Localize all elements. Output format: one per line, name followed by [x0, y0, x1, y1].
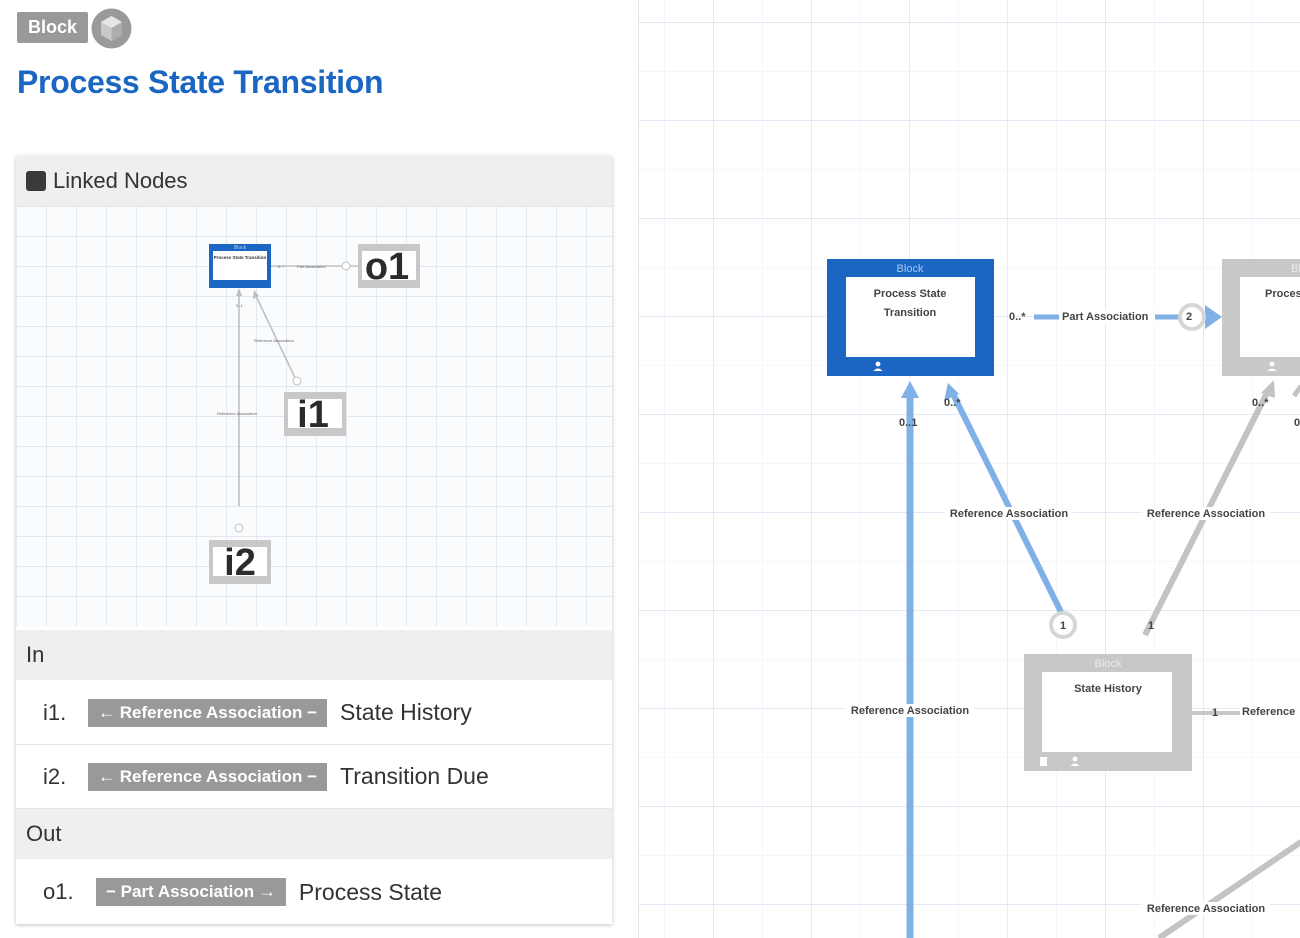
linked-nodes-title: Linked Nodes [53, 168, 188, 193]
state-history-title: State History [1074, 683, 1143, 695]
linked-nodes-mini-diagram[interactable]: Block Process State Transition o1 i1 i2 … [16, 206, 612, 626]
block-type-badge: Block [17, 12, 89, 43]
user-icon [873, 361, 883, 371]
row-index: i1. [43, 699, 67, 725]
state-history-badge: Block [1095, 658, 1122, 670]
linked-nodes-card: Linked Nodes Block Process State Transit… [16, 156, 612, 924]
page-title: Process State Transition [17, 64, 384, 100]
in-section-header: In [16, 630, 612, 680]
mini-ref-label-1: Reference Association [254, 338, 294, 343]
row-index: i2. [43, 763, 67, 789]
linked-nodes-header: Linked Nodes [16, 156, 612, 206]
user-icon [1267, 361, 1277, 371]
ref-edge-main-right [950, 392, 1067, 620]
diagram-canvas[interactable]: Block Process State Transition Bl Proces… [638, 0, 1300, 938]
ref-main-right-mult-bottom: 1 [1060, 620, 1066, 632]
mini-mult-a: 0..* [278, 264, 284, 269]
main-block-title-2: Transition [884, 307, 937, 319]
ref-main-right-mult-top: 0..* [944, 397, 961, 409]
mini-main-title: Process State Transition [214, 255, 267, 260]
mini-ref-edge-i1 [254, 293, 299, 385]
part-association-mult-left: 0..* [1009, 311, 1026, 323]
part-association-mult-right: 2 [1186, 311, 1192, 323]
out-section-header: Out [16, 809, 612, 859]
mini-main-badge: Block [234, 245, 247, 251]
reference-association-badge[interactable]: ← Reference Association − [88, 762, 328, 791]
ref-bottom-label: Reference Association [1147, 903, 1265, 915]
cube-icon [91, 8, 132, 49]
mini-i2-label: i2 [224, 542, 256, 584]
out-row-1[interactable]: o1. − Part Association → Process State [16, 860, 612, 924]
main-block-title-1: Process State [874, 288, 947, 300]
row-target-link[interactable]: State History [340, 699, 472, 725]
reference-association-badge[interactable]: ← Reference Association − [88, 698, 328, 727]
document-icon [1040, 757, 1047, 766]
mini-i1-label: i1 [297, 394, 329, 436]
ref-ps-label: Reference Association [1147, 508, 1265, 520]
mini-part-label: Part Association [297, 264, 326, 269]
in-row-2[interactable]: i2. ← Reference Association − Transition… [16, 745, 612, 809]
user-icon [1070, 756, 1080, 766]
ref-main-right-label: Reference Association [950, 508, 1068, 520]
in-row-1[interactable]: i1. ← Reference Association − State Hist… [16, 681, 612, 745]
details-panel: Block Process State Transition Linked No… [0, 0, 638, 938]
ref-main-left-mult: 0..1 [899, 417, 917, 429]
ps-edge-mult: 0 [1294, 417, 1300, 429]
mini-ref-label-2: Reference Association [217, 411, 257, 416]
row-target-link[interactable]: Transition Due [340, 763, 489, 789]
part-association-badge[interactable]: − Part Association → [96, 878, 286, 906]
process-state-title: Proces [1265, 288, 1300, 300]
ref-sh-out-mult: 1 [1212, 707, 1218, 719]
row-index: o1. [43, 879, 74, 904]
row-target-link[interactable]: Process State [298, 878, 443, 905]
ref-ps-mult-top: 0..* [1252, 397, 1269, 409]
square-icon [26, 171, 46, 191]
mini-o1-label: o1 [365, 246, 409, 288]
ref-sh-out-label: Reference [1242, 706, 1295, 718]
mini-mult-b: 0..1 [236, 303, 243, 308]
process-state-badge: Bl [1291, 263, 1300, 275]
ref-edge-bottom [1157, 839, 1300, 938]
part-association-label: Part Association [1062, 311, 1149, 323]
ref-main-left-label: Reference Association [851, 705, 969, 717]
main-block-badge: Block [897, 263, 924, 275]
ref-ps-mult-bottom: 1 [1148, 620, 1154, 632]
